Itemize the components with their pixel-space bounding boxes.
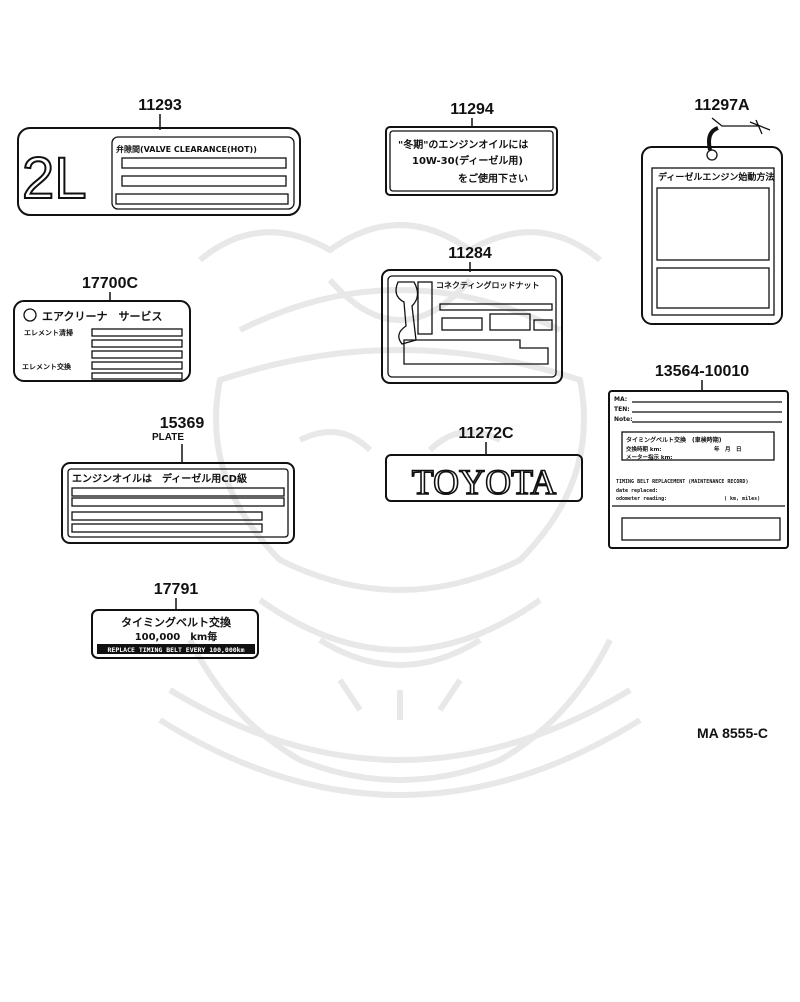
- row-ten: TEN:: [614, 406, 630, 413]
- plate-outline: [61, 462, 295, 544]
- blank-field: [121, 157, 287, 169]
- blank-field: [91, 339, 183, 348]
- oil-grade-title: エンジンオイルは ディーゼル用CD級: [72, 472, 247, 485]
- tag-hole: [706, 149, 718, 161]
- diagram-box: [533, 319, 553, 331]
- wire-tag-hook: [711, 117, 771, 135]
- diagram-ref-code: MA 8555-C: [697, 725, 768, 741]
- part-number-17791: 17791: [154, 581, 199, 598]
- record-odo: odometer reading:: [616, 496, 667, 502]
- blank-field: [91, 372, 183, 380]
- air-cleaner-title: エアクリーナ サービス: [42, 309, 162, 323]
- element-replace-label: エレメント交換: [22, 362, 72, 371]
- belt-line-2: 100,000 km毎: [135, 630, 218, 643]
- engine-code-2l: 2L: [22, 146, 87, 211]
- plate-outline: [91, 609, 259, 659]
- part-11294[interactable]: 11294 "冬期"のエンジンオイルには 10W-30(ディーゼル用) をご使用…: [385, 101, 558, 196]
- part-sub-plate: PLATE: [152, 432, 184, 443]
- record-date: date replaced:: [616, 488, 658, 494]
- belt-sub1: 交換時期 km:: [626, 445, 662, 453]
- diesel-start-title: ディーゼルエンジン始動方法: [658, 171, 774, 183]
- record-en-title: TIMING BELT REPLACEMENT (MAINTENANCE REC…: [616, 479, 748, 485]
- inner-border: [389, 130, 554, 192]
- plate-outline: [641, 146, 783, 325]
- part-11297A[interactable]: 11297A ディーゼルエンジン始動方法: [641, 97, 783, 325]
- part-17700C[interactable]: 17700C エアクリーナ サービス エレメント清掃 エレメント交換: [13, 275, 191, 382]
- blank-field: [91, 361, 183, 370]
- belt-replace-band: タイミングベルト交換 (車検時期): [626, 436, 722, 444]
- belt-line-1: タイミングベルト交換: [121, 615, 232, 629]
- part-number-17700C: 17700C: [82, 275, 138, 292]
- part-number-13564-10010: 13564-10010: [655, 363, 749, 380]
- torque-area: [403, 339, 549, 365]
- part-number-11294: 11294: [450, 101, 494, 118]
- blank-field: [621, 517, 781, 541]
- inner-border: [387, 275, 557, 378]
- blank-field: [91, 350, 183, 359]
- blank-field: [115, 193, 289, 205]
- samurai-watermark: [158, 222, 642, 798]
- instruction-box: [656, 187, 770, 261]
- blank-field: [71, 511, 263, 521]
- service-icon: [23, 308, 37, 322]
- tool-shape: [417, 281, 433, 335]
- plate-outline: [385, 126, 558, 196]
- blank-field: [71, 497, 285, 507]
- blank-field: [121, 175, 287, 187]
- part-number-11284: 11284: [448, 245, 492, 262]
- part-17791[interactable]: 17791 タイミングベルト交換 100,000 km毎 REPLACE TIM…: [91, 581, 259, 659]
- conrod-nut-title: コネクティングロッドナット: [436, 280, 540, 290]
- oil-line-3: をご使用下さい: [458, 172, 528, 185]
- row-note: Note:: [614, 416, 632, 423]
- belt-line-3: REPLACE TIMING BELT EVERY 100,000km: [108, 646, 245, 654]
- element-clean-label: エレメント清掃: [24, 328, 73, 337]
- instruction-box: [656, 267, 770, 309]
- inner-panel: [111, 136, 295, 210]
- plate-outline: [13, 300, 191, 382]
- oil-line-2: 10W-30(ディーゼル用): [412, 154, 523, 167]
- inner-border: [651, 167, 775, 316]
- part-number-15369: 15369: [160, 415, 205, 432]
- part-number-11272C: 11272C: [458, 425, 514, 442]
- record-units: ( km, miles): [724, 496, 760, 502]
- part-number-11297A: 11297A: [694, 97, 750, 114]
- blank-field: [71, 487, 285, 497]
- diagram-box: [441, 317, 483, 331]
- part-15369[interactable]: 15369 PLATE エンジンオイルは ディーゼル用CD級: [61, 415, 295, 544]
- blank-field: [439, 303, 553, 311]
- part-11293[interactable]: 11293 2L 弁隙間(VALVE CLEARANCE(HOT)): [17, 97, 301, 216]
- part-number-11293: 11293: [138, 97, 182, 114]
- part-11272C[interactable]: 11272C TOYOTA: [385, 425, 583, 503]
- inner-border: [67, 468, 289, 538]
- valve-clearance-title: 弁隙間(VALVE CLEARANCE(HOT)): [116, 144, 257, 154]
- plate-outline: [381, 269, 563, 384]
- belt-record-box: [621, 431, 775, 461]
- row-ma: MA:: [614, 396, 627, 403]
- diagram-box: [489, 313, 531, 331]
- emblem-outline: [385, 454, 583, 502]
- plate-outline: [17, 127, 301, 216]
- blank-field: [91, 328, 183, 337]
- belt-date-units: 年 月 日: [714, 445, 742, 453]
- english-band: [97, 644, 255, 654]
- part-13564-10010[interactable]: 13564-10010 MA: TEN: Note: タイミングベルト交換 (車…: [608, 363, 789, 549]
- oil-line-1: "冬期"のエンジンオイルには: [398, 138, 528, 151]
- toyota-emblem-text: TOYOTA: [412, 462, 556, 502]
- plate-outline: [608, 390, 789, 549]
- blank-field: [71, 523, 263, 533]
- belt-sub2: メーター指示 km:: [626, 453, 673, 461]
- part-11284[interactable]: 11284 コネクティングロッドナット: [381, 245, 563, 384]
